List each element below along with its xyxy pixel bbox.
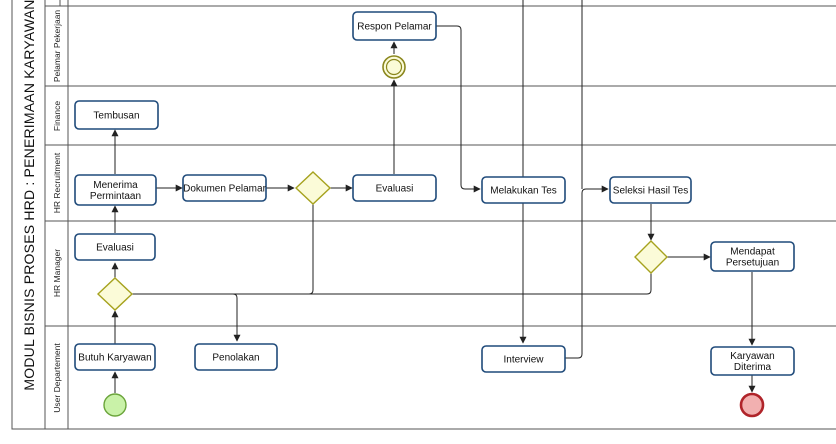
task-box [352, 11, 437, 41]
sequence-flows [111, 0, 756, 393]
flow-to-penolakan [131, 293, 241, 342]
task-label: Seleksi Hasil Tes [613, 186, 688, 197]
intermediate-event [382, 55, 406, 79]
task-box [74, 233, 156, 261]
task-evaluasi-manager: Evaluasi [74, 233, 156, 261]
task-label: Permintaan [90, 191, 141, 202]
task-label: Interview [503, 355, 544, 366]
pool-frame [11, 0, 836, 430]
task-tembusan: Tembusan [74, 100, 159, 130]
gateway-hr-recruitment [294, 171, 332, 205]
task-box [74, 174, 157, 206]
task-label: Penolakan [212, 353, 259, 364]
end-event [739, 392, 765, 418]
task-box [481, 176, 566, 204]
task-label: Persetujuan [726, 258, 779, 269]
gateway-hr-manager [96, 277, 134, 311]
task-melakukan-tes: Melakukan Tes [481, 176, 566, 204]
task-label: Mendapat [730, 247, 775, 258]
flow-gateway-return [134, 204, 314, 295]
task-box [481, 345, 566, 373]
task-box [710, 346, 795, 376]
task-evaluasi-recruitment: Evaluasi [352, 174, 437, 202]
gateway-seleksi [634, 240, 668, 274]
task-box [609, 176, 692, 204]
flow-interview-to-seleksi [565, 185, 609, 359]
task-label: Evaluasi [376, 184, 414, 195]
task-label: Evaluasi [96, 243, 134, 254]
task-box [74, 343, 156, 371]
task-interview: Interview [481, 345, 566, 373]
flow-gateway-to-penolakan [237, 273, 652, 295]
task-box [194, 343, 278, 371]
lane-label-hr-recruitment: HR Recruitment [52, 152, 62, 213]
lane-label-hr-manager: HR Manager [52, 249, 62, 297]
task-box [182, 174, 267, 202]
task-label: Dokumen Pelamar [183, 184, 266, 195]
task-box [74, 100, 159, 130]
lane-label-user-departement: User Departement [52, 343, 62, 413]
task-label: Karyawan [730, 351, 774, 362]
lane-label-pelamar: Pelamar Pekerjaan [52, 10, 62, 83]
lane-label-finance: Finance [52, 101, 62, 132]
task-dokumen-pelamar: Dokumen Pelamar [182, 174, 267, 202]
tasks: Respon PelamarTembusanMenerimaPermintaan… [74, 11, 795, 376]
pool-title: MODUL BISNIS PROSES HRD : PENERIMAAN KAR… [21, 0, 37, 391]
task-box [710, 241, 795, 272]
start-event [103, 393, 127, 417]
task-label: Tembusan [93, 111, 139, 122]
task-penolakan: Penolakan [194, 343, 278, 371]
task-label: Butuh Karyawan [78, 353, 151, 364]
task-label: Menerima [93, 180, 138, 191]
task-box [352, 174, 437, 202]
task-label: Respon Pelamar [357, 22, 432, 33]
task-label: Melakukan Tes [490, 186, 557, 197]
task-butuh-karyawan: Butuh Karyawan [74, 343, 156, 371]
task-label: Diterima [734, 362, 772, 373]
flow-respon-to-melakukan-tes [436, 25, 481, 193]
task-seleksi-hasil-tes: Seleksi Hasil Tes [609, 176, 692, 204]
task-respon-pelamar: Respon Pelamar [352, 11, 437, 41]
